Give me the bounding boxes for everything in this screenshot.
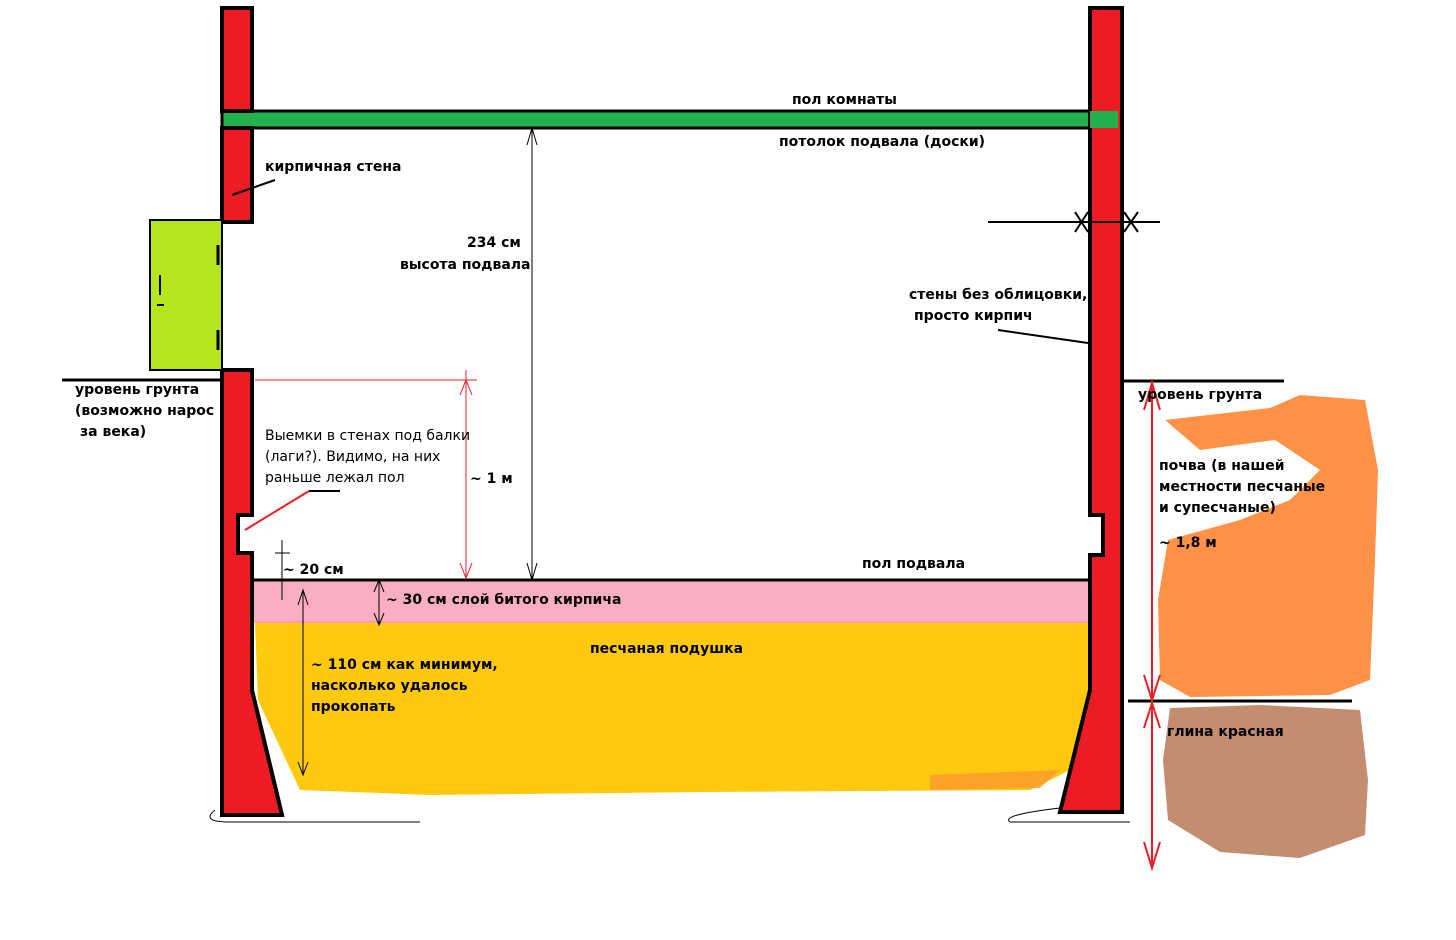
floor-beam	[220, 109, 1120, 130]
ground-level-left-line1: уровень грунта	[75, 382, 200, 398]
one-meter-dimension-arrow	[255, 370, 477, 580]
niches-label-line1: Выемки в стенах под балки	[265, 428, 471, 444]
sand-orange-streak	[930, 770, 1060, 790]
sand-depth-line2: насколько удалось	[311, 678, 468, 694]
niches-label-line3: раньше лежал пол	[265, 470, 405, 486]
height-value: 234 см	[467, 235, 521, 251]
one-meter-label: ~ 1 м	[470, 471, 513, 487]
twenty-cm-label: ~ 20 см	[283, 562, 344, 578]
niches-label-line2: (лаги?). Видимо, на них	[265, 449, 441, 465]
basement-floor-label: пол подвала	[862, 556, 966, 572]
sand-depth-line3: прокопать	[311, 699, 396, 715]
left-brick-wall	[220, 6, 285, 817]
ground-level-left-line2: (возможно нарос	[75, 403, 215, 419]
ground-contours	[209, 807, 1130, 823]
height-label: высота подвала	[400, 257, 531, 273]
niche-pointer	[244, 490, 310, 531]
clay-layer	[1163, 705, 1368, 858]
leader-lines	[231, 179, 1160, 492]
sand-depth-line1: ~ 110 см как минимум,	[311, 657, 498, 673]
soil-label-line2: местности песчаные	[1159, 479, 1326, 495]
sand-cushion-label: песчаная подушка	[590, 641, 744, 657]
room-floor-label: пол комнаты	[792, 92, 897, 108]
brick-layer-label: ~ 30 см слой битого кирпича	[386, 592, 622, 608]
ground-lines	[62, 378, 1352, 703]
soil-layer	[1158, 395, 1378, 697]
soil-label-line1: почва (в нашей	[1159, 458, 1285, 474]
ground-level-left-line3: за века)	[80, 424, 147, 440]
basement-ceiling-label: потолок подвала (доски)	[779, 134, 986, 150]
soil-depth-label: ~ 1,8 м	[1159, 535, 1217, 551]
soil-depth-arrow	[1143, 379, 1161, 872]
height-dimension-arrow	[526, 126, 538, 582]
soil-label-line3: и супесчаные)	[1159, 500, 1276, 516]
walls-label-line1: стены без облицовки,	[909, 287, 1088, 303]
sand-cushion	[255, 622, 1088, 795]
walls-label-line2: просто кирпич	[914, 308, 1033, 324]
ground-level-right-label: уровень грунта	[1138, 387, 1263, 403]
broken-brick-layer	[252, 580, 1090, 622]
right-brick-wall	[1057, 6, 1124, 814]
door-window	[149, 219, 223, 371]
red-clay-label: глина красная	[1167, 724, 1284, 740]
beam-end	[1090, 111, 1118, 128]
small-dimension-arrows	[275, 540, 385, 777]
brick-wall-label: кирпичная стена	[265, 159, 402, 175]
